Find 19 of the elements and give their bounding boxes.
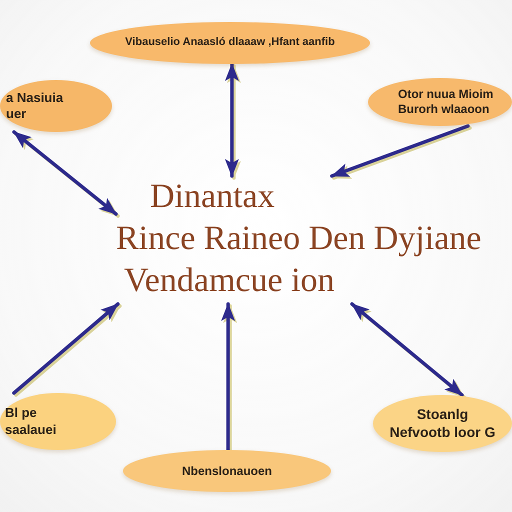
center-heading: Dinantax (150, 177, 275, 217)
topic-label: Bl pe saalauei (5, 405, 58, 438)
topic-ellipse (0, 393, 116, 450)
double-arrow (350, 302, 464, 397)
center-heading: Vendamcue ion (124, 261, 335, 301)
topic-ellipse (0, 80, 112, 132)
topic-label: Nbenslonauoen (182, 464, 272, 478)
topic-label: Otor nuua Mioim Burorh wlaaoon (398, 87, 494, 117)
double-arrow (12, 130, 118, 216)
arrow (330, 124, 470, 178)
arrow (12, 302, 120, 395)
topic-label: a Nasiuia uer (6, 90, 64, 122)
topic-label: Stoanlg Nefvootb loor G (388, 406, 496, 441)
topic-ellipse (373, 395, 512, 452)
center-heading: Rince Raineo Den Dyjiane (116, 219, 482, 259)
double-arrow (224, 62, 239, 178)
topic-label: Vibauselio Anaasló dlaaaw ,Hfant aanfib (125, 36, 335, 50)
topic-ellipse (368, 78, 512, 126)
arrow (221, 302, 236, 452)
